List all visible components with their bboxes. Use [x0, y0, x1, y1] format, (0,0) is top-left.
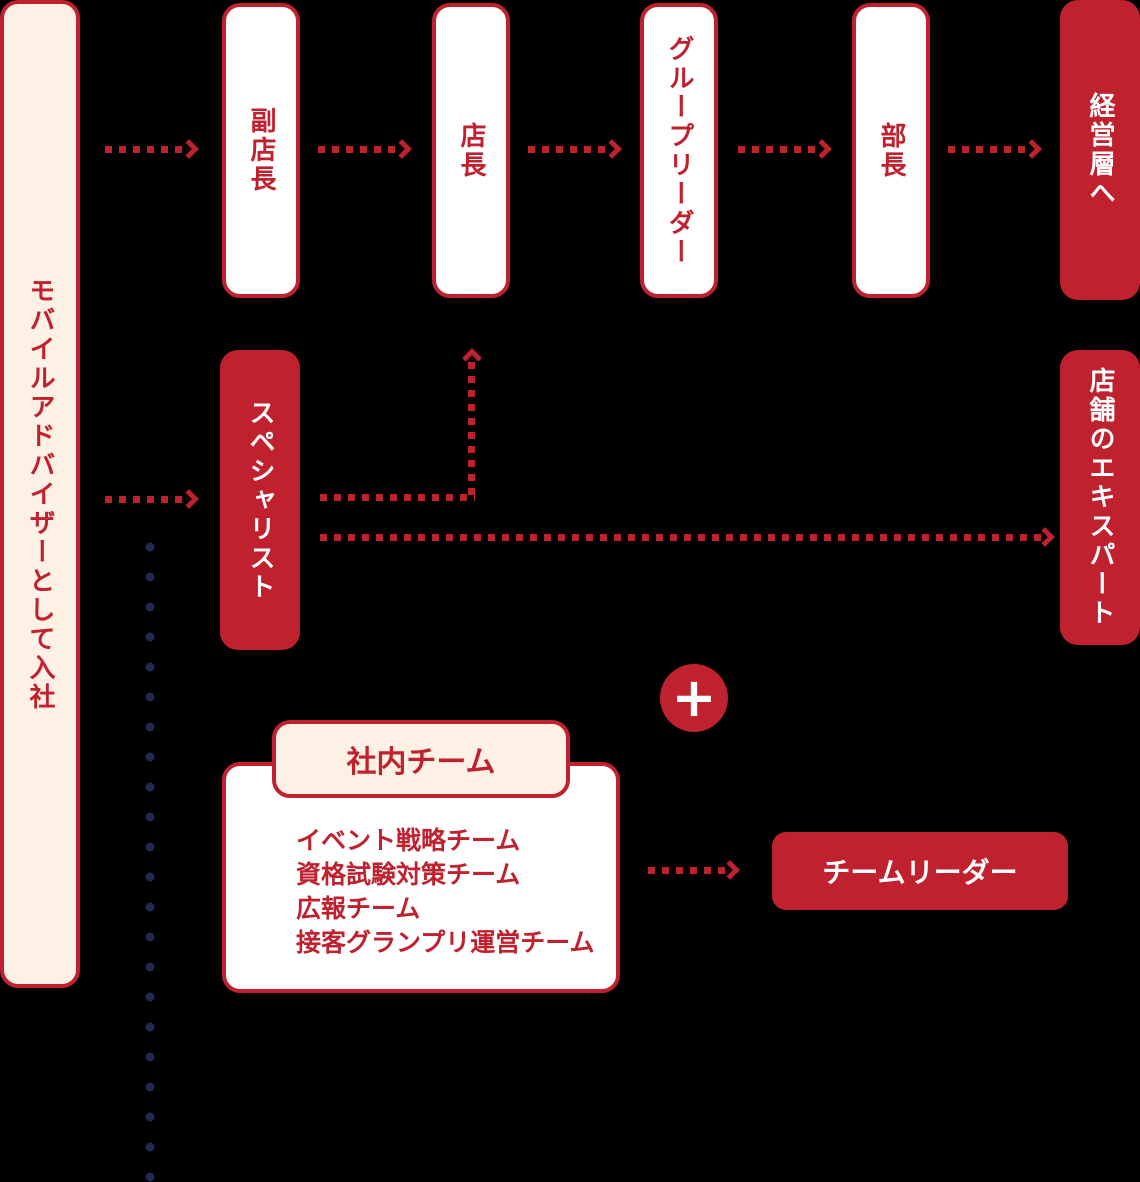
plus-glyph: + — [671, 666, 717, 729]
arrow-specialist-to-store-manager-vertical — [468, 362, 475, 497]
arrowhead-right-icon — [720, 860, 740, 880]
team-list-item: 広報チーム — [296, 894, 421, 923]
team-list-item: 接客グランプリ運営チーム — [296, 928, 595, 957]
box-entry-mobile-advisor: モバイルアドバイザーとして入社 — [0, 0, 80, 988]
plus-icon: + — [660, 664, 728, 732]
blue-dotted-line — [145, 532, 155, 1182]
arrowhead-right-icon — [602, 139, 622, 159]
arrow-assistant-to-store-manager — [318, 146, 398, 153]
team-leader-box: チームリーダー — [772, 832, 1068, 910]
arrow-store-manager-to-group-leader — [528, 146, 608, 153]
arrowhead-right-icon — [392, 139, 412, 159]
arrow-teams-to-team-leader — [648, 867, 726, 874]
arrow-specialist-to-store-manager-horizontal — [320, 494, 475, 501]
team-list: イベント戦略チーム 資格試験対策チーム 広報チーム 接客グランプリ運営チーム — [296, 824, 595, 960]
box-department-head: 部長 — [852, 3, 930, 298]
box-specialist: スペシャリスト — [220, 350, 300, 650]
arrow-department-head-to-executive — [948, 146, 1028, 153]
arrowhead-right-icon — [179, 489, 199, 509]
team-leader-label: チームリーダー — [822, 856, 1018, 889]
team-list-item: 資格試験対策チーム — [296, 860, 521, 889]
box-label: グループリーダー — [664, 34, 694, 267]
arrowhead-right-icon — [812, 139, 832, 159]
arrowhead-right-icon — [1035, 527, 1055, 547]
box-label: 店長 — [456, 121, 486, 180]
arrowhead-up-icon — [462, 348, 482, 368]
arrow-specialist-to-store-expert — [320, 534, 1042, 541]
internal-teams-title: 社内チーム — [346, 745, 496, 780]
arrowhead-right-icon — [1022, 139, 1042, 159]
entry-label: モバイルアドバイザーとして入社 — [25, 276, 55, 712]
box-group-leader: グループリーダー — [640, 3, 718, 298]
box-store-manager: 店長 — [432, 3, 510, 298]
arrow-entry-to-assistant-manager — [105, 146, 185, 153]
box-store-expert: 店舗のエキスパート — [1060, 350, 1140, 645]
box-label: 店舗のエキスパート — [1085, 367, 1115, 628]
box-executive-level: 経営層へ — [1060, 0, 1140, 300]
arrow-entry-to-specialist — [105, 496, 185, 503]
arrowhead-right-icon — [179, 139, 199, 159]
team-list-item: イベント戦略チーム — [296, 826, 521, 855]
box-label: スペシャリスト — [245, 398, 275, 602]
arrow-group-leader-to-department-head — [738, 146, 818, 153]
box-label: 副店長 — [246, 107, 276, 194]
box-label: 部長 — [876, 121, 906, 180]
internal-teams-tab: 社内チーム — [272, 720, 570, 798]
box-assistant-store-manager: 副店長 — [222, 3, 300, 298]
box-label: 経営層へ — [1085, 92, 1115, 208]
